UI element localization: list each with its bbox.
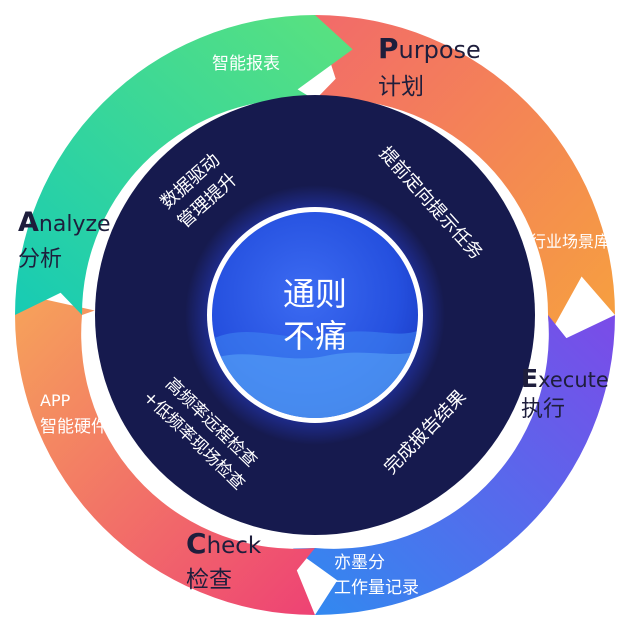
check-segment xyxy=(15,297,315,615)
phase-check: Check 检查 xyxy=(186,527,262,593)
analyze-initial: A xyxy=(18,207,39,238)
svg-text:Check: Check xyxy=(186,527,262,560)
execute-label: xecute xyxy=(538,368,609,392)
outer-label-app: APP xyxy=(40,391,71,410)
analyze-cn-label: 分析 xyxy=(18,247,62,272)
center-title-line2: 不痛 xyxy=(283,317,347,355)
center-title-line1: 通则 xyxy=(283,275,347,313)
execute-initial: E xyxy=(521,364,538,393)
phase-purpose: Purpose 计划 xyxy=(378,32,481,100)
execute-cn-label: 执行 xyxy=(521,397,565,422)
outer-label-smart-report: 智能报表 xyxy=(212,54,280,74)
svg-text:Execute: Execute xyxy=(521,364,609,393)
phase-analyze: Analyze 分析 xyxy=(18,207,111,272)
purpose-initial: P xyxy=(378,32,399,65)
check-label: heck xyxy=(207,533,262,559)
center-hub: 通则 不痛 xyxy=(185,185,445,445)
purpose-label: urpose xyxy=(399,36,481,64)
analyze-label: nalyze xyxy=(39,212,111,237)
svg-text:Analyze: Analyze xyxy=(18,207,111,238)
outer-label-smart-hardware: 智能硬件 xyxy=(40,417,108,437)
outer-ring xyxy=(15,15,615,615)
execute-segment xyxy=(292,315,615,615)
check-initial: C xyxy=(186,527,207,560)
outer-label-scene-library: 行业场景库 xyxy=(530,232,610,251)
outer-label-workload-line2: 工作量记录 xyxy=(334,578,419,598)
purpose-segment xyxy=(315,15,615,335)
purpose-cn-label: 计划 xyxy=(378,74,424,100)
outer-label-workload-line1: 亦墨分 xyxy=(334,553,385,573)
svg-text:Purpose: Purpose xyxy=(378,32,481,65)
analyze-segment xyxy=(15,15,353,315)
phase-execute: Execute 执行 xyxy=(521,364,609,422)
check-cn-label: 检查 xyxy=(186,567,232,593)
